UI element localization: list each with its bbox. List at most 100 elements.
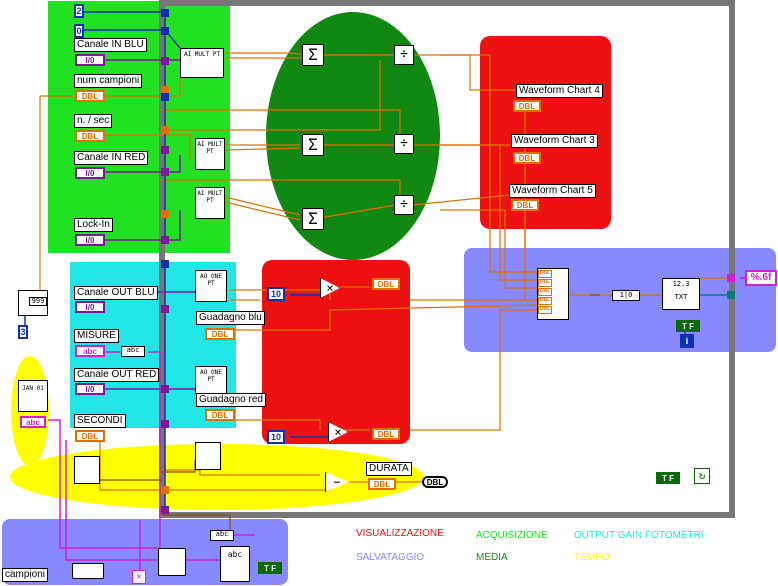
secondi-terminal[interactable]: DBL: [75, 430, 105, 442]
misure-terminal[interactable]: abc: [75, 345, 105, 357]
legend-acquisizione: ACQUISIZIONE: [476, 530, 548, 541]
canale-out-blu-terminal[interactable]: I/0: [75, 301, 105, 313]
build-array-dbl-3: DBL: [538, 288, 552, 296]
tick-count-node-1[interactable]: [74, 456, 100, 484]
canale-out-red-label: Canale OUT RED: [74, 368, 160, 382]
n-sec-terminal[interactable]: DBL: [75, 130, 105, 142]
loop-counter-value: 999: [29, 297, 47, 306]
loop-counter-node[interactable]: 999: [18, 290, 48, 316]
save-boolean-constant[interactable]: T F: [258, 562, 282, 574]
build-array-dbl-2: DBL: [538, 279, 552, 287]
lock-in-terminal[interactable]: I/0: [75, 234, 105, 246]
tunnel-orange-4: [161, 486, 169, 494]
tunnel-orange-3: [161, 210, 169, 218]
loop-count-constant[interactable]: 3: [18, 325, 28, 339]
waveform-chart-4-terminal[interactable]: DBL: [513, 100, 541, 112]
waveform-chart-3-terminal[interactable]: DBL: [513, 152, 541, 164]
tunnel-orange-1: [161, 86, 169, 94]
build-string-node[interactable]: [158, 548, 186, 576]
divide-operator-1[interactable]: ÷: [394, 45, 414, 65]
tunnel-purple-4: [161, 236, 169, 244]
array-transpose-node[interactable]: 1|0: [612, 290, 640, 301]
canale-out-red-terminal[interactable]: I/0: [75, 383, 105, 395]
ai-mult-pt-node-1[interactable]: AI MULT PT: [180, 48, 224, 78]
guadagno-blu-label: Guadagno blu: [196, 311, 265, 325]
loop-condition-terminal[interactable]: ↻: [694, 468, 710, 484]
tunnel-purple-1: [161, 57, 169, 65]
secondi-label: SECONDI: [74, 414, 126, 428]
build-array-dbl-4: DBL: [538, 297, 552, 305]
tunnel-blue-2: [161, 27, 169, 35]
legend-output-gain: OUTPUT GAIN FOTOMETRI: [574, 530, 704, 541]
gain-red-output[interactable]: DBL: [372, 428, 400, 440]
tunnel-blue-1: [161, 9, 169, 17]
format-string-constant[interactable]: %.6f: [745, 270, 777, 286]
misure-label: MISURE: [74, 329, 119, 343]
string-convert-node[interactable]: abc: [121, 346, 145, 357]
tunnel-blue-3: [161, 93, 169, 101]
legend-tempo: TEMPO: [574, 552, 610, 563]
tunnel-purple-3: [161, 168, 169, 176]
durata-terminal[interactable]: DBL: [368, 478, 396, 490]
legend-media: MEDIA: [476, 552, 508, 563]
num-campioni-label: num campioni: [74, 74, 143, 88]
durata-label: DURATA: [366, 462, 412, 476]
canale-out-blu-label: Canale OUT BLU: [74, 286, 158, 300]
campioni-label: campioni: [2, 568, 49, 582]
tunnel-orange-2: [161, 126, 169, 134]
gain-blu-output[interactable]: DBL: [372, 278, 400, 290]
concatenate-strings-node[interactable]: abc: [220, 546, 250, 582]
durata-indicator[interactable]: DBL: [422, 476, 448, 488]
guadagno-red-terminal[interactable]: DBL: [205, 409, 235, 421]
ao-one-pt-node-2[interactable]: AO ONE PT: [195, 366, 227, 394]
waveform-chart-4-label: Waveform Chart 4: [516, 84, 603, 98]
ao-one-pt-node-1[interactable]: AO ONE PT: [195, 270, 227, 302]
error-node[interactable]: ✕: [132, 570, 146, 584]
tunnel-pink-right: [727, 274, 735, 282]
build-array-dbl-1: DBL: [538, 270, 552, 278]
sum-operator-2[interactable]: Σ: [302, 134, 324, 156]
append-boolean-constant[interactable]: T F: [676, 320, 700, 332]
stop-boolean-constant[interactable]: T F: [656, 472, 680, 484]
sum-operator-1[interactable]: Σ: [302, 44, 324, 66]
canale-in-blu-terminal[interactable]: I/0: [75, 54, 105, 66]
ai-mult-pt-node-2[interactable]: AI MULT PT: [195, 138, 225, 170]
txt-label: TXT: [674, 293, 688, 301]
tunnel-blue-4: [161, 260, 169, 268]
gain-red-constant[interactable]: 10: [267, 430, 285, 444]
num-campioni-terminal[interactable]: DBL: [75, 90, 105, 102]
divide-operator-3[interactable]: ÷: [394, 195, 414, 215]
timestamp-string-terminal[interactable]: abc: [20, 416, 46, 428]
sum-operator-3[interactable]: Σ: [302, 208, 324, 230]
tunnel-purple-8: [161, 506, 169, 514]
channel-constant-0[interactable]: 0: [74, 24, 84, 38]
canale-in-blu-label: Canale IN BLU: [74, 38, 147, 52]
guadagno-red-label: Guadagno red: [196, 393, 266, 407]
tunnel-purple-6: [161, 385, 169, 393]
string-concat-node-top[interactable]: abc: [210, 530, 234, 541]
canale-in-red-terminal[interactable]: I/0: [75, 167, 105, 179]
lock-in-label: Lock-In: [74, 218, 113, 232]
legend-salvataggio: SALVATAGGIO: [356, 552, 425, 563]
tick-count-node-2[interactable]: [195, 442, 221, 470]
waveform-chart-5-label: Waveform Chart 5: [509, 184, 596, 198]
tunnel-purple-7: [161, 420, 169, 428]
array-to-string-node[interactable]: [72, 563, 104, 579]
ai-mult-pt-node-3[interactable]: AI MULT PT: [195, 187, 225, 219]
divide-operator-2[interactable]: ÷: [394, 134, 414, 154]
tunnel-purple-5: [161, 305, 169, 313]
info-indicator[interactable]: i: [680, 334, 694, 348]
waveform-chart-5-terminal[interactable]: DBL: [511, 199, 539, 211]
channel-constant-2[interactable]: 2: [74, 4, 84, 18]
display-region-gain: [262, 260, 410, 444]
gain-blu-constant[interactable]: 10: [267, 287, 285, 301]
build-array-dbl-5: DBL: [538, 306, 552, 314]
n-sec-label: n. / sec: [74, 114, 113, 128]
guadagno-blu-terminal[interactable]: DBL: [205, 328, 235, 340]
tunnel-purple-2: [161, 146, 169, 154]
legend-visualizzazione: VISUALIZZAZIONE: [356, 528, 444, 539]
tunnel-teal-right: [727, 291, 735, 299]
date-time-node[interactable]: JAN 01: [18, 380, 48, 412]
